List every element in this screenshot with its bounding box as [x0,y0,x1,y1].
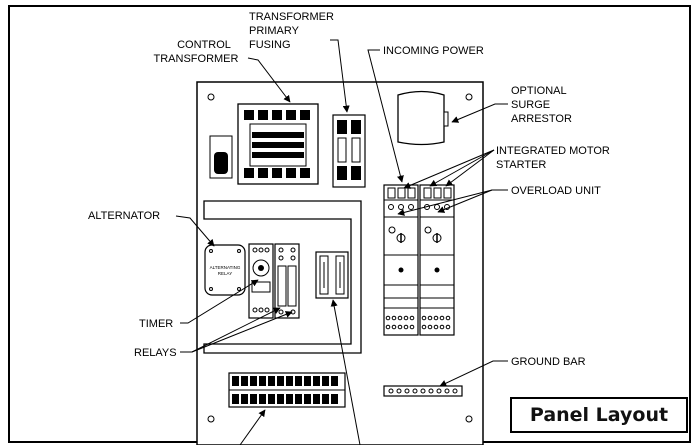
label-motor-starter-1: INTEGRATED MOTOR [496,145,610,157]
label-timer: TIMER [139,318,173,330]
leader-primary-fusing [330,39,350,113]
leader-relays-b [191,311,293,353]
leader-terminal-strip [239,409,266,445]
alternator-relay-text-1: ALTERNATING [210,265,241,270]
timer-block [248,243,274,319]
label-overload-unit: OVERLOAD UNIT [511,185,601,197]
wire-duct [203,200,362,354]
control-transformer [237,103,319,185]
leader-ground-bar [439,360,508,387]
label-surge-arrestor-2: SURGE [511,99,550,111]
leader-timer [180,279,259,324]
alternator-relay-text-2: RELAY [218,271,232,276]
label-control-transformer-2: TRANSFORMER [154,53,239,65]
leader-overload-b [437,189,493,213]
label-surge-arrestor-1: OPTIONAL [511,85,567,97]
mounting-hole [207,415,215,423]
leader-surge-arrestor [451,103,508,123]
control-fuses [315,251,349,299]
label-incoming-power: INCOMING POWER [383,45,484,57]
leader-control-transformer [247,57,291,103]
label-control-transformer-1: CONTROL [177,39,231,51]
mounting-hole [465,93,473,101]
leader-motor-starter-c [445,149,495,187]
mounting-hole [207,93,215,101]
motor-starter-1 [383,184,419,336]
alternator-relay: ALTERNATING RELAY [204,244,246,296]
surge-arrestor [397,90,449,146]
label-primary-fusing-3: FUSING [249,39,291,51]
relay-block [274,243,300,319]
label-motor-starter-2: STARTER [496,159,546,171]
leader-motor-starter-b [429,149,495,187]
leader-motor-starter-a [403,149,495,189]
leader-incoming-power [367,49,404,183]
leader-control-fuses [330,299,361,445]
label-primary-fusing-2: PRIMARY [249,25,300,37]
panel-layout-caption: Panel Layout [510,397,688,433]
primary-fuse-block [332,114,366,188]
small-component [209,135,233,179]
mounting-hole [465,415,473,423]
leader-alternator [175,215,215,247]
label-ground-bar: GROUND BAR [511,356,586,368]
terminal-strip [228,372,346,408]
ground-bar [383,385,463,397]
label-relays: RELAYS [134,347,177,359]
label-primary-fusing-1: TRANSFORMER [249,11,334,23]
label-alternator: ALTERNATOR [88,210,160,222]
label-surge-arrestor-3: ARRESTOR [511,113,572,125]
